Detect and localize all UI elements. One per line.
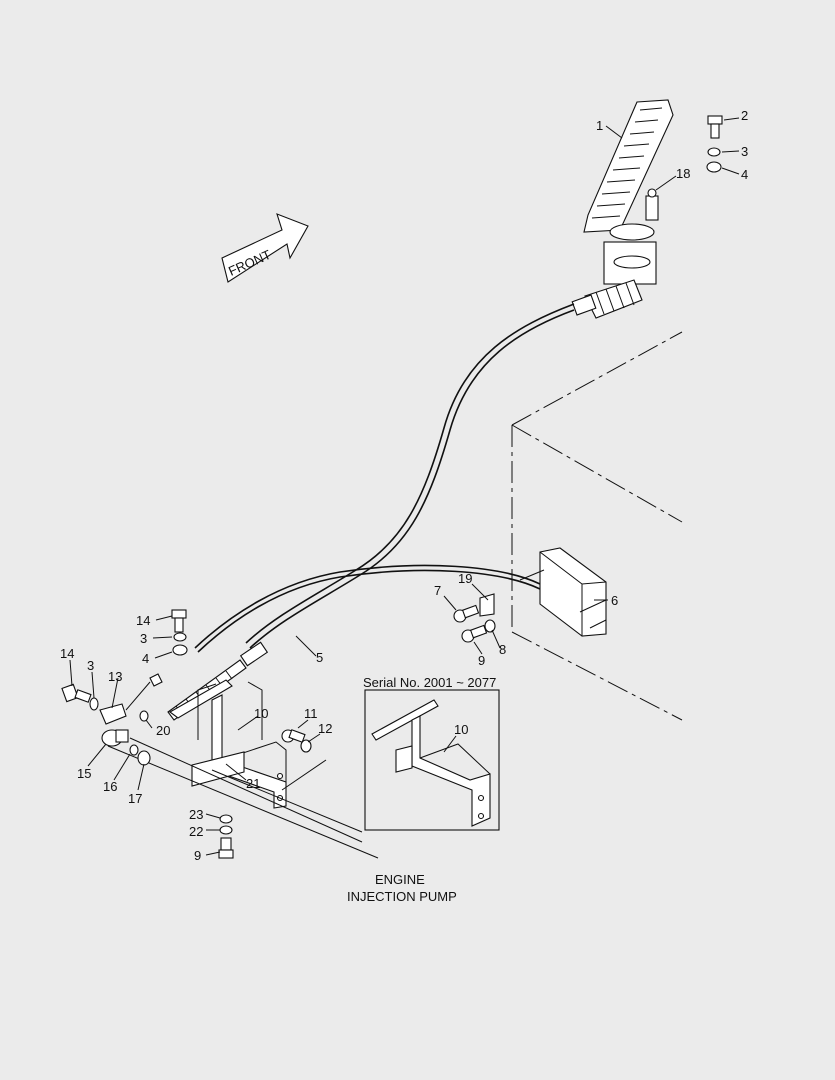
callout-18: 18 <box>676 166 690 181</box>
callout-11: 11 <box>304 706 318 721</box>
callout-3-top: 3 <box>741 144 748 159</box>
bolt-9-right <box>461 624 488 643</box>
cable-to-solenoid <box>194 564 541 653</box>
callout-23: 23 <box>189 807 203 822</box>
engine-label-line2: INJECTION PUMP <box>347 889 457 904</box>
bolt-14-upper <box>171 609 187 633</box>
callout-9-right: 9 <box>478 653 485 668</box>
callout-9-bottom: 9 <box>194 848 201 863</box>
solenoid-box-6 <box>519 547 607 637</box>
callout-leaders <box>69 117 740 856</box>
callout-14-upper: 14 <box>136 613 150 628</box>
callout-6: 6 <box>611 593 618 608</box>
callout-3-low: 3 <box>87 658 94 673</box>
bolt-11 <box>281 729 306 743</box>
bracket-leaders <box>197 681 327 791</box>
serial-inset <box>364 689 500 831</box>
bolt-9-bottom <box>218 837 234 859</box>
callout-12: 12 <box>318 721 332 736</box>
nut-17 <box>137 750 151 766</box>
washer-20 <box>139 710 149 722</box>
engine-block-outline <box>511 331 683 721</box>
callout-13: 13 <box>108 669 122 684</box>
callout-14-lower: 14 <box>60 646 74 661</box>
lever-13 <box>99 673 163 725</box>
washer-3-top <box>707 147 721 157</box>
bolt-7 <box>453 604 480 623</box>
callout-17: 17 <box>128 791 142 806</box>
cable-5 <box>245 303 575 649</box>
washer-4-mid <box>172 644 188 656</box>
callout-10-inset: 10 <box>454 722 468 737</box>
bolt-14-lower <box>61 683 92 703</box>
washer-3-low <box>89 697 99 711</box>
callout-16: 16 <box>103 779 117 794</box>
callout-22: 22 <box>189 824 203 839</box>
callout-19: 19 <box>458 571 472 586</box>
callout-21: 21 <box>246 776 260 791</box>
callout-3-mid: 3 <box>140 631 147 646</box>
pump-reference-lines <box>107 737 379 859</box>
washer-8 <box>484 619 496 633</box>
clip-19 <box>479 593 495 617</box>
callout-20: 20 <box>156 723 170 738</box>
washer-3-mid <box>173 632 187 642</box>
washer-12 <box>300 739 312 753</box>
accelerator-pedal <box>583 99 674 285</box>
callout-7: 7 <box>434 583 441 598</box>
washer-22 <box>219 825 233 835</box>
callout-4-mid: 4 <box>142 651 149 666</box>
engine-label-line1: ENGINE <box>375 872 425 887</box>
callout-1: 1 <box>596 118 603 133</box>
callout-8: 8 <box>499 642 506 657</box>
ball-joint-15 <box>101 729 129 747</box>
bracket-10 <box>169 679 287 809</box>
callout-4-top: 4 <box>741 167 748 182</box>
washer-16 <box>129 744 139 756</box>
front-arrow: FRONT <box>221 213 309 283</box>
bolt-2 <box>707 115 723 139</box>
pedal-bellows <box>571 279 643 319</box>
callout-5: 5 <box>316 650 323 665</box>
callout-2: 2 <box>741 108 748 123</box>
callout-10: 10 <box>254 706 268 721</box>
serial-box-title: Serial No. 2001 ~ 2077 <box>363 675 496 690</box>
callout-15: 15 <box>77 766 91 781</box>
washer-23 <box>219 814 233 824</box>
washer-4-top <box>706 161 722 173</box>
